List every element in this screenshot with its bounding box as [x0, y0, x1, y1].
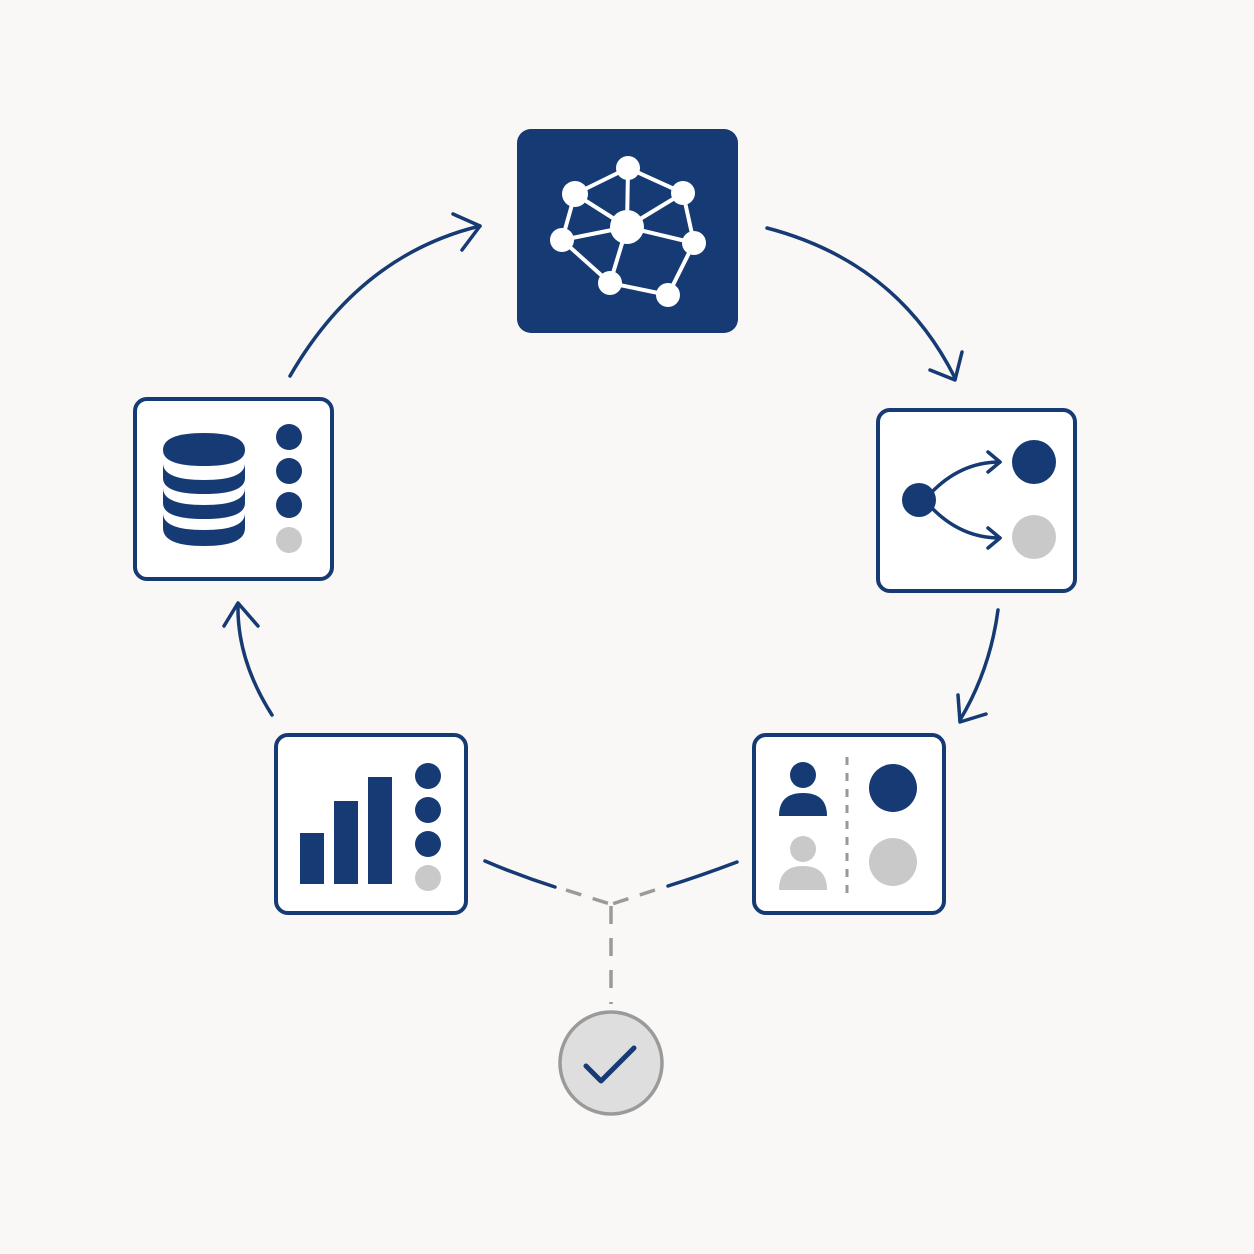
- arrow-data-to-network: [288, 224, 482, 378]
- node-data: [133, 397, 334, 581]
- arrow-analytics-to-data: [236, 603, 274, 717]
- node-network: [517, 129, 738, 333]
- branch-split-icon: [902, 440, 1056, 559]
- node-branching: [876, 408, 1077, 593]
- node-complete: [558, 1010, 664, 1116]
- neural-network-icon: [550, 156, 706, 307]
- dashed-link-right: [611, 888, 656, 906]
- arrowhead-branching-to-people: [956, 693, 988, 724]
- arrowhead-data-to-network: [451, 212, 482, 252]
- database-icon: [163, 433, 245, 546]
- status-dots: [276, 424, 302, 553]
- node-people: [752, 733, 946, 915]
- arrow-people-to-analytics: [666, 860, 739, 888]
- arrowhead-analytics-to-data: [222, 601, 260, 628]
- user-comparison-icon: [779, 757, 917, 893]
- arrow-branching-to-people: [958, 608, 1000, 722]
- arrowhead-network-to-branching: [928, 350, 964, 382]
- bar-chart-icon: [300, 763, 441, 891]
- arrow-analytics-link: [483, 859, 557, 889]
- node-analytics: [274, 733, 468, 915]
- arrow-network-to-branching: [765, 226, 957, 380]
- dashed-link-left: [565, 888, 611, 906]
- check-mark-icon: [583, 1045, 637, 1084]
